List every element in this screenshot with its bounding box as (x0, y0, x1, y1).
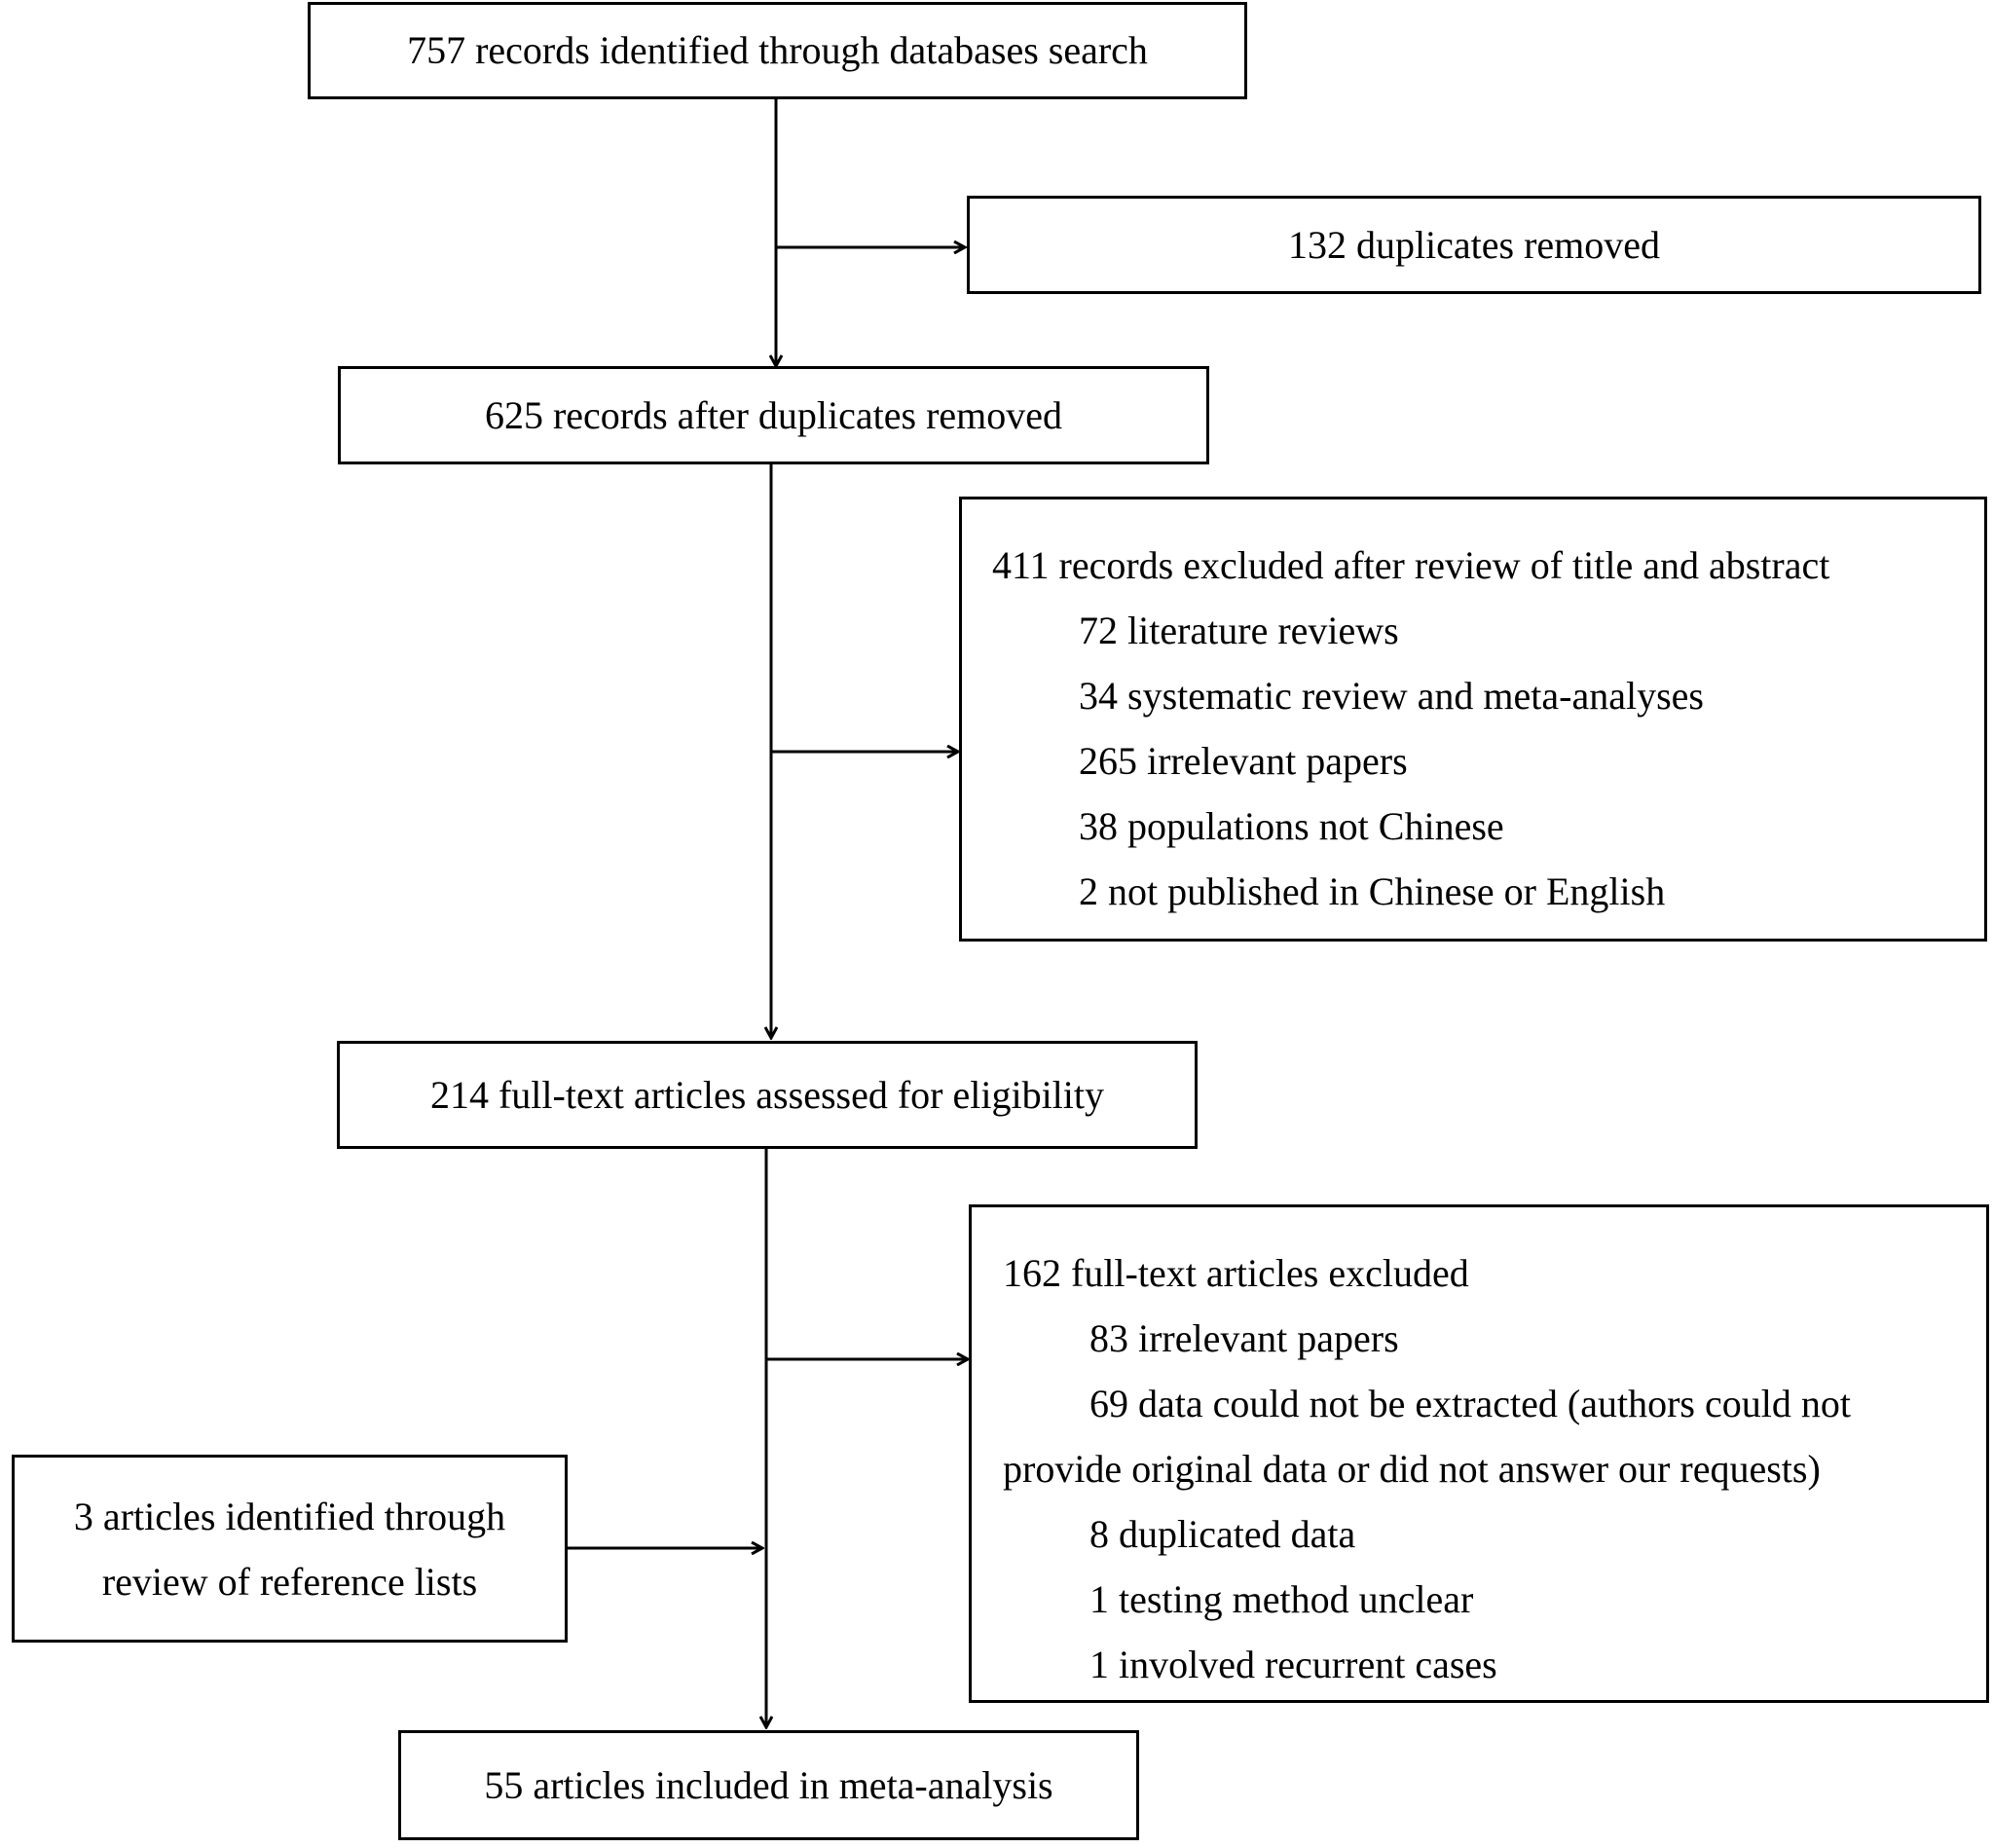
list-item: 8 duplicated data (1089, 1512, 1356, 1556)
box-included: 55 articles included in meta-analysis (398, 1730, 1139, 1840)
list-item: 34 systematic review and meta-analyses (1079, 674, 1704, 718)
reference-lists-line-2: review of reference lists (101, 1559, 478, 1604)
box-full-text-excluded: 162 full-text articles excluded 83 irrel… (969, 1204, 1989, 1703)
list-item: 1 involved recurrent cases (1089, 1643, 1497, 1686)
full-text-excluded-heading: 162 full-text articles excluded (1003, 1251, 1469, 1295)
list-item: 265 irrelevant papers (1079, 739, 1408, 783)
identified-text: 757 records identified through databases… (407, 28, 1148, 72)
list-item: 38 populations not Chinese (1079, 804, 1504, 848)
box-excluded-title-abstract: 411 records excluded after review of tit… (959, 497, 1987, 942)
list-item: 83 irrelevant papers (1089, 1316, 1399, 1360)
list-item: 72 literature reviews (1079, 609, 1399, 652)
list-item: 2 not published in Chinese or English (1079, 869, 1666, 913)
box-duplicates-removed: 132 duplicates removed (967, 196, 1981, 294)
box-after-duplicates: 625 records after duplicates removed (338, 366, 1209, 464)
included-text: 55 articles included in meta-analysis (484, 1762, 1053, 1807)
box-identified: 757 records identified through databases… (308, 2, 1247, 99)
after-duplicates-text: 625 records after duplicates removed (484, 392, 1063, 437)
list-item: 1 testing method unclear (1089, 1577, 1474, 1621)
list-item: 69 data could not be extracted (authors … (1089, 1382, 1851, 1425)
reference-lists-line-1: 3 articles identified through (73, 1494, 506, 1538)
duplicates-removed-text: 132 duplicates removed (1287, 222, 1661, 267)
box-reference-lists: 3 articles identified through review of … (12, 1455, 568, 1643)
list-item: provide original data or did not answer … (1003, 1447, 1821, 1491)
box-full-text-assessed: 214 full-text articles assessed for elig… (337, 1041, 1198, 1149)
excluded-title-abstract-heading: 411 records excluded after review of tit… (992, 543, 1830, 587)
full-text-assessed-text: 214 full-text articles assessed for elig… (429, 1072, 1105, 1117)
